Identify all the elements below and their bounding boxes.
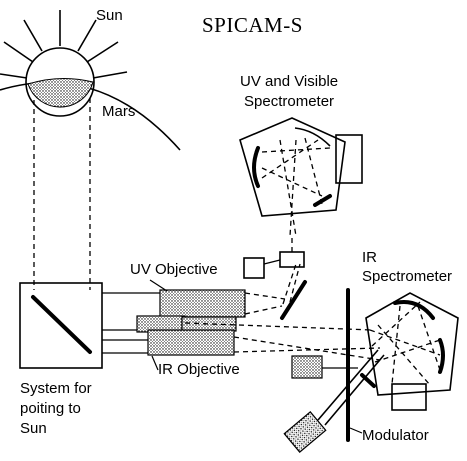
label-pointing-2: poiting to [20,400,81,417]
label-pointing-3: Sun [20,420,47,437]
ir-aux-element [291,355,358,379]
uv-objective [159,289,246,318]
label-ir-objective: IR Objective [158,361,240,378]
ir-objective [147,329,235,356]
ir-objective-leader [151,355,159,371]
ir-beam [184,322,381,361]
uv-beam [244,263,301,315]
label-modulator: Modulator [362,427,429,444]
mars-limb [0,77,181,151]
objective-side [181,316,237,332]
label-ir-spec-2: Spectrometer [362,268,452,285]
label-sun: Sun [96,7,123,24]
label-uv-objective: UV Objective [130,261,218,278]
label-pointing-1: System for [20,380,92,397]
modulator-leader [349,427,363,434]
ir-spectrometer [365,292,459,411]
uv-objective-leader [149,279,168,292]
modulator [283,349,385,453]
label-uv-vis-2: Spectrometer [244,93,334,110]
label-ir-spec-1: IR [362,249,377,266]
sun-icon [0,10,128,117]
uv-visible-spectrometer [239,117,363,237]
pointing-system [19,282,103,369]
label-uv-vis-1: UV and Visible [240,73,338,90]
uv-fold-mirror [280,280,307,320]
diagram-title: SPICAM-S [202,13,303,37]
uv-detector [243,236,305,279]
label-mars: Mars [102,103,135,120]
